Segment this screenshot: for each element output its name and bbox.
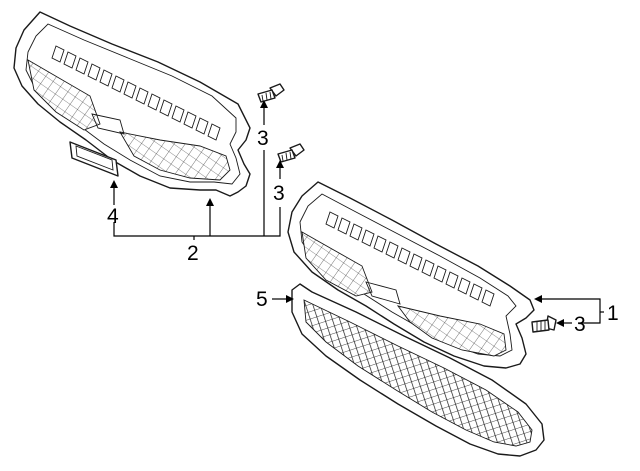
callout-5: 5 — [256, 288, 268, 311]
grille-assembly-upper-left — [13, 11, 251, 197]
upper-left-mesh — [27, 59, 101, 131]
screw-upper — [257, 83, 285, 103]
callout-3-upper: 3 — [257, 127, 269, 150]
lower-right-slats — [325, 211, 495, 307]
emblem-plate — [69, 141, 119, 177]
callout-3-middle: 3 — [273, 182, 285, 205]
callout-3-lower: 3 — [574, 313, 586, 336]
callout-4: 4 — [107, 205, 119, 228]
callout-2: 2 — [187, 242, 199, 265]
upper-grille-slats — [51, 45, 221, 141]
lower-right-mesh — [396, 305, 507, 357]
lower-left-mesh — [301, 231, 373, 297]
leader-lines — [110, 100, 604, 327]
grille-assembly-lower-right — [287, 181, 535, 369]
upper-right-mesh — [119, 131, 231, 181]
screw-middle — [277, 143, 305, 163]
lower-grille — [291, 283, 545, 457]
callout-1: 1 — [607, 302, 619, 325]
screw-lower — [531, 315, 557, 333]
